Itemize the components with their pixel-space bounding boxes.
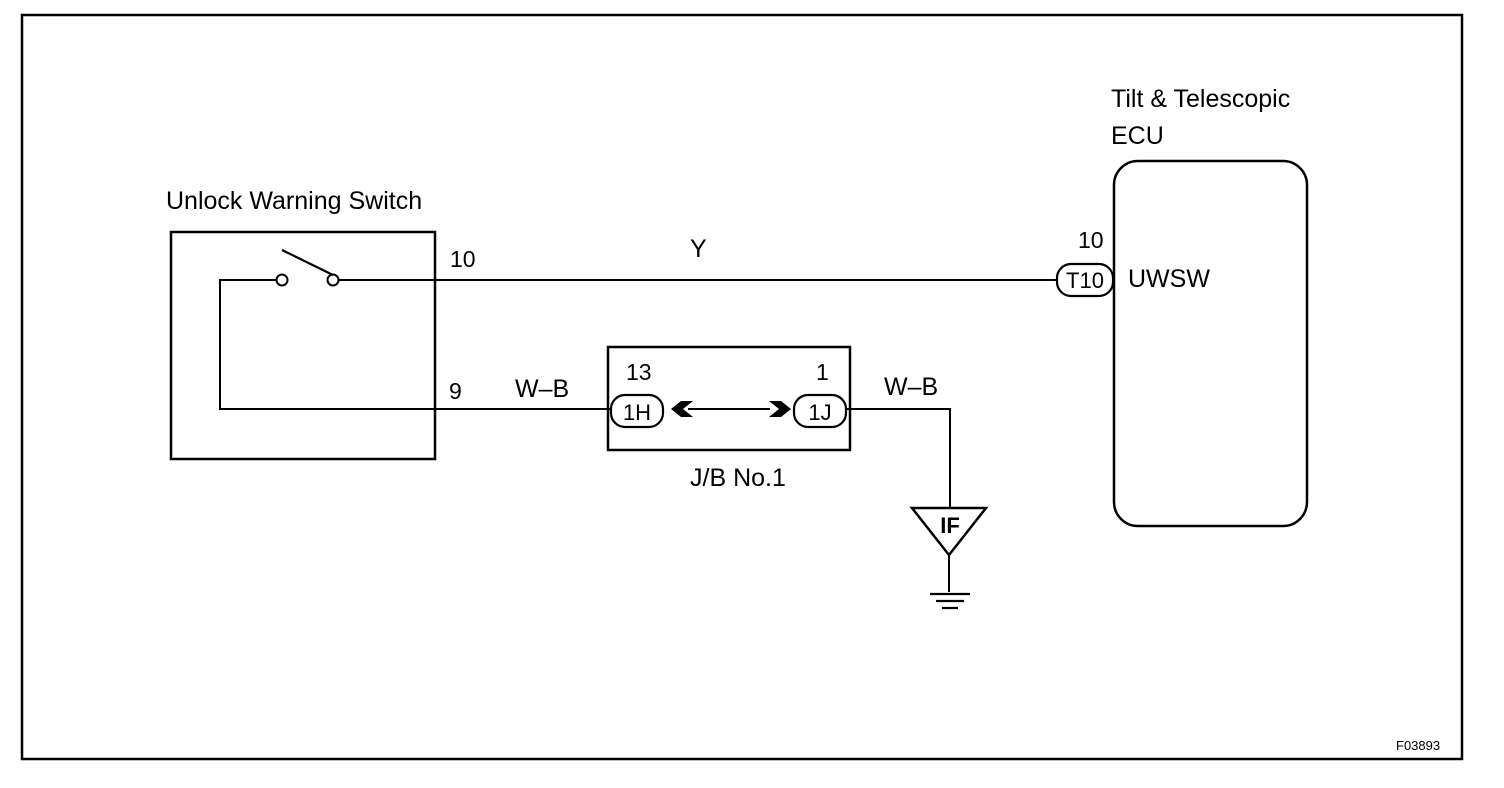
jb-left-pin-number: 13 [626,359,652,385]
jb-left-chevron-icon [671,401,693,417]
switch-contact-left [275,273,289,287]
ground-wire-left-color: W–B [515,375,569,403]
ground-point-label: IF [940,513,960,538]
connector-1h-label: 1H [623,400,651,425]
junction-block-name: J/B No.1 [690,464,786,492]
switch-pin-9: 9 [449,378,462,404]
junction-block: 13 1 1H 1J J/B No.1 [606,345,852,492]
junction-block-box [606,345,852,452]
connector-t10-label: T10 [1066,268,1104,293]
ecu-box [1112,159,1309,528]
ecu-title-line1: Tilt & Telescopic [1111,85,1290,113]
unlock-warning-switch: Unlock Warning Switch 10 9 [166,187,476,461]
ecu-title-line2: ECU [1111,122,1164,150]
signal-wire-color: Y [690,235,707,263]
switch-internal-wire [219,279,435,410]
diagram-frame [20,13,1464,761]
connector-t10 [1055,262,1115,298]
tilt-telescopic-ecu: Tilt & Telescopic ECU 10 T10 UWSW [1055,85,1309,528]
switch-contact-right [326,273,340,287]
connector-1h [609,393,665,429]
ground-point: IF [909,506,989,610]
switch-lever [281,249,334,276]
figure-code: F03893 [1396,738,1440,753]
jb-right-chevron-icon [769,401,791,417]
switch-box [169,230,437,461]
switch-pin-10: 10 [450,246,476,272]
connector-1j-label: 1J [808,400,831,425]
switch-title: Unlock Warning Switch [166,187,422,215]
ground-wire-right-color: W–B [884,373,938,401]
ecu-pin-number: 10 [1078,227,1104,253]
ground-point-triangle [909,506,989,558]
ecu-terminal-uwsw: UWSW [1128,265,1210,293]
jb-right-pin-number: 1 [816,359,829,385]
connector-1j [792,393,848,429]
ground-wire-right [846,408,951,510]
